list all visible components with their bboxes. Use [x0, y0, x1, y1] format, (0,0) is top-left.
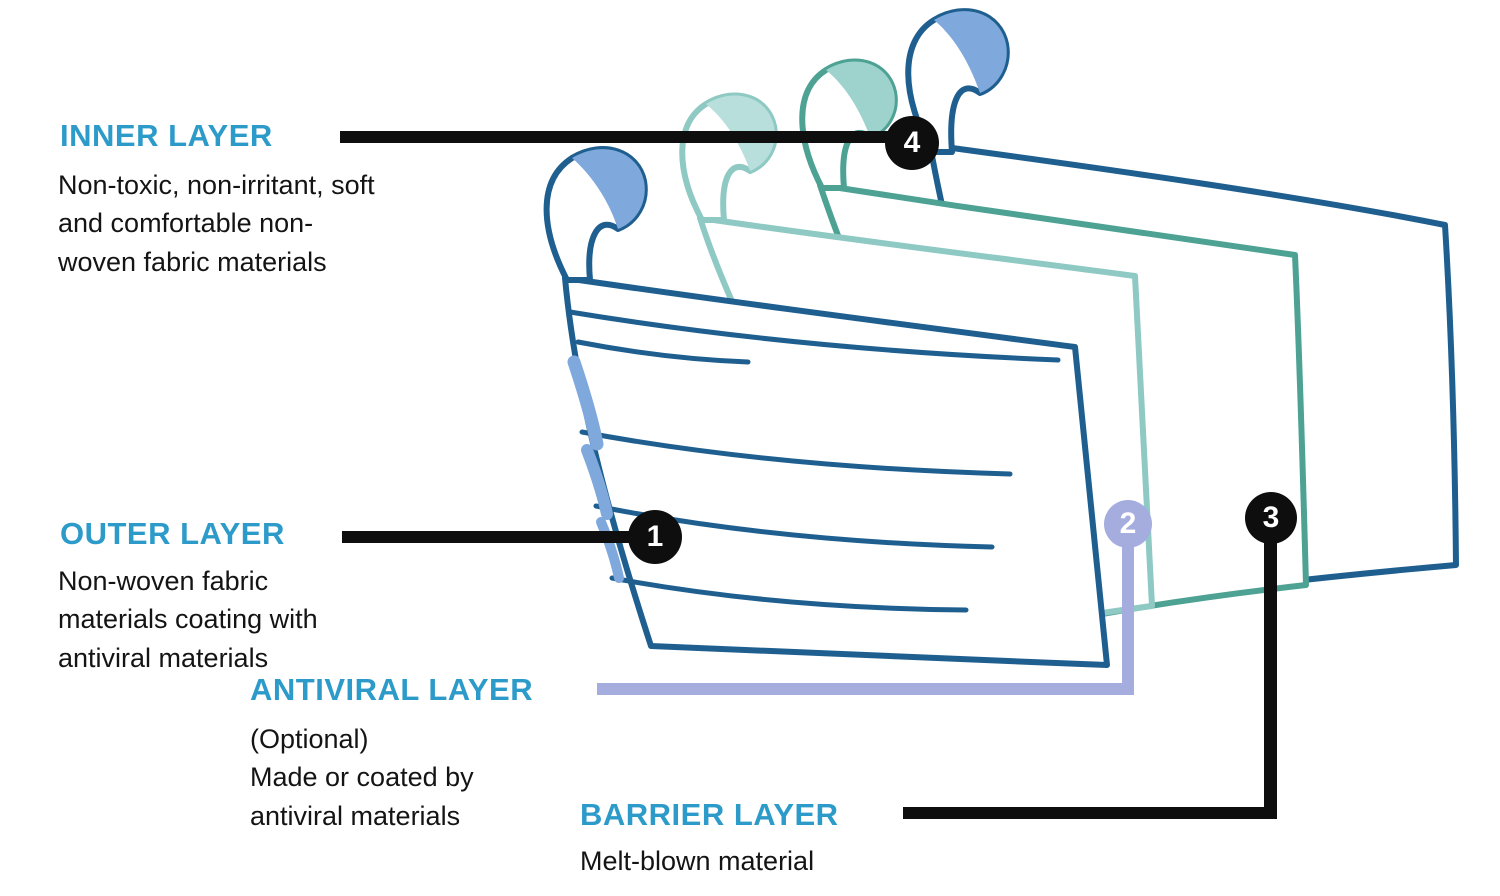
barrier-layer-connector-line-vertical — [1264, 538, 1277, 819]
antiviral-layer-connector-line-vertical — [1122, 542, 1134, 692]
antiviral-layer-connector-line-horizontal — [597, 683, 1134, 695]
inner-layer-curl-shade — [934, 11, 1007, 93]
antiviral-layer-marker: 2 — [1104, 500, 1152, 548]
outer-layer-marker: 1 — [628, 510, 682, 564]
inner-layer-marker: 4 — [885, 116, 939, 170]
edge-shade-2 — [581, 444, 613, 520]
outer-layer-description: Non-woven fabric materials coating with … — [58, 566, 318, 673]
barrier-layer-connector-line-horizontal — [903, 807, 1277, 819]
edge-shade-3 — [596, 517, 624, 583]
outer-layer-connector-line — [342, 531, 632, 543]
edge-shade-1 — [567, 355, 604, 451]
outer-layer-pleat-3 — [609, 575, 969, 613]
barrier-layer-curl-shade — [826, 61, 895, 137]
inner-layer-description: Non-toxic, non-irritant, soft and comfor… — [58, 170, 375, 277]
antiviral-layer-description: (Optional) Made or coated by antiviral m… — [250, 724, 474, 831]
barrier-layer-marker: 3 — [1245, 492, 1297, 544]
inner-layer-heading: INNER LAYER — [60, 118, 273, 153]
barrier-layer-heading: BARRIER LAYER — [580, 797, 839, 832]
outer-layer-heading: OUTER LAYER — [60, 516, 285, 551]
outer-layer-curl-shade — [572, 149, 645, 229]
outer-layer-sheet — [543, 146, 1110, 668]
outer-layer-edge-shading — [567, 355, 624, 583]
outer-layer-fold-line — [567, 309, 1061, 363]
barrier-layer-description: Melt-blown material — [580, 846, 815, 876]
outer-layer-pleat-1 — [579, 429, 1013, 477]
inner-layer-connector-line — [340, 131, 912, 143]
outer-layer-fold-line-short — [575, 339, 751, 365]
antiviral-layer-heading: ANTIVIRAL LAYER — [250, 672, 534, 707]
